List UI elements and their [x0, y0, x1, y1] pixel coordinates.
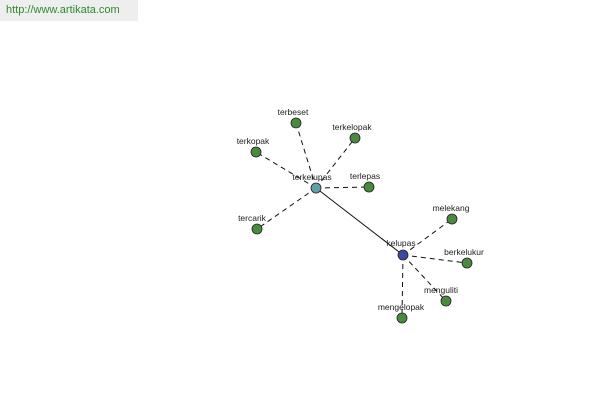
node-mengelopak[interactable] — [396, 312, 408, 324]
labels-layer: terkelupas kelupas terbeset terkelopak terko… — [237, 107, 484, 312]
node-terkelupas[interactable] — [310, 182, 322, 194]
edge-terkelupas-tercarik — [256, 187, 317, 230]
watermark-url[interactable]: http://www.artikata.com — [0, 0, 138, 21]
edge-terkelupas-terbeset — [295, 122, 317, 189]
node-label-tercarik: tercarik — [238, 213, 267, 223]
node-label-berkelukur: berkelukur — [444, 247, 484, 257]
edges-layer — [255, 122, 468, 319]
node-terkelopak[interactable] — [349, 132, 361, 144]
node-melekang[interactable] — [446, 213, 458, 225]
node-terbeset[interactable] — [290, 117, 302, 129]
node-label-terbeset: terbeset — [278, 107, 309, 117]
node-label-terlepas: terlepas — [350, 171, 380, 181]
node-tercarik[interactable] — [251, 223, 263, 235]
node-label-terkopak: terkopak — [237, 136, 270, 146]
node-berkelukur[interactable] — [461, 257, 473, 269]
node-kelupas[interactable] — [397, 249, 409, 261]
node-label-mengelopak: mengelopak — [378, 302, 425, 312]
node-label-menguliti: menguliti — [424, 285, 458, 295]
edge-kelupas-berkelukur — [402, 254, 468, 264]
node-terlepas[interactable] — [363, 181, 375, 193]
node-label-melekang: melekang — [433, 203, 470, 213]
nodes-layer — [250, 117, 473, 324]
node-label-terkelupas: terkelupas — [292, 172, 331, 182]
edge-terkelupas-terlepas — [315, 186, 370, 189]
edge-terkelupas-terkopak — [255, 151, 317, 189]
edge-kelupas-melekang — [402, 218, 453, 256]
node-label-kelupas: kelupas — [386, 238, 415, 248]
node-terkopak[interactable] — [250, 146, 262, 158]
node-label-terkelopak: terkelopak — [332, 122, 372, 132]
edge-kelupas-menguliti — [402, 254, 447, 302]
edge-terkelupas-kelupas — [315, 187, 404, 256]
node-menguliti[interactable] — [440, 295, 452, 307]
edge-terkelupas-terkelopak — [315, 137, 356, 189]
edge-kelupas-mengelopak — [401, 254, 404, 319]
